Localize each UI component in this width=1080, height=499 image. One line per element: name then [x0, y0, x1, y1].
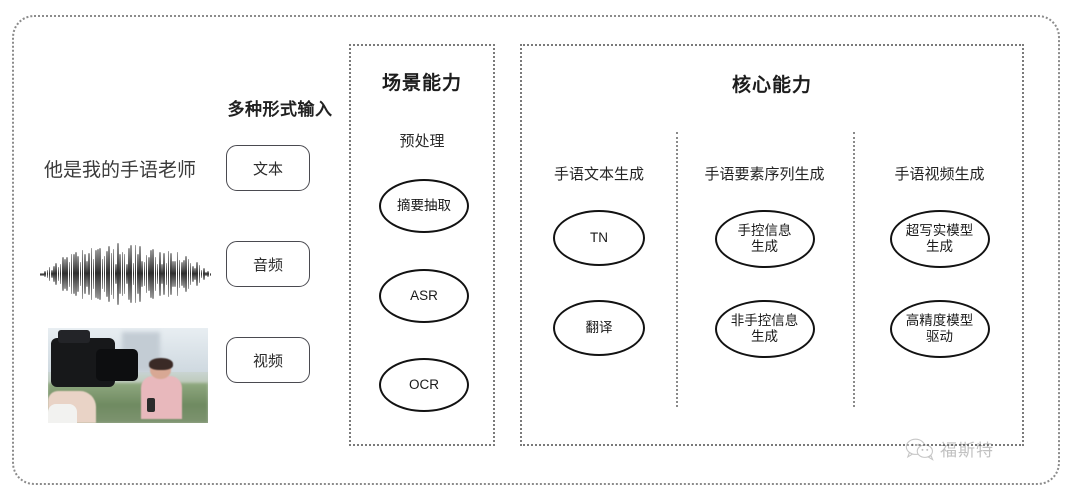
outer-frame: [12, 15, 1060, 485]
core-column-header-video-generation: 手语视频生成: [894, 166, 985, 183]
scene-node-summary-extraction[interactable]: 摘要抽取: [379, 179, 469, 233]
core-node-photorealistic-model-generation[interactable]: 超写实模型 生成: [889, 210, 990, 268]
scene-panel-title: 场景能力: [381, 73, 462, 94]
core-column-element-sequence: 手语要素序列生成 手控信息 生成 非手控信息 生成: [676, 46, 853, 444]
core-node-manual-info-generation[interactable]: 手控信息 生成: [714, 210, 815, 268]
core-column-text-generation: 手语文本生成 TN 翻译: [522, 46, 676, 444]
modality-button-video[interactable]: 视频: [226, 337, 310, 383]
modality-button-audio[interactable]: 音频: [226, 241, 310, 287]
scene-panel-subtitle: 预处理: [399, 133, 445, 150]
core-panel-title: 核心能力: [731, 75, 812, 96]
scene-node-ocr[interactable]: OCR: [379, 358, 469, 412]
thumbnail-reporter-body: [140, 375, 183, 420]
thumbnail-camera-hood: [57, 329, 90, 344]
input-section: 多种形式输入 他是我的手语老师 文本 音频 视频: [30, 95, 332, 425]
thumbnail-camera-lens: [96, 348, 138, 382]
core-column-divider-1: [676, 132, 678, 407]
watermark: 福斯特: [905, 436, 994, 461]
core-column-header-text-generation: 手语文本生成: [553, 166, 644, 183]
core-node-high-precision-model-driving[interactable]: 高精度模型 驱动: [889, 300, 990, 358]
wechat-icon: [905, 438, 934, 461]
core-node-non-manual-info-generation[interactable]: 非手控信息 生成: [714, 300, 815, 358]
input-section-heading: 多种形式输入: [227, 100, 333, 119]
scene-capability-panel: 场景能力 预处理 摘要抽取 ASR OCR: [349, 44, 495, 446]
core-node-tn[interactable]: TN: [553, 210, 645, 266]
thumbnail-microphone: [147, 398, 156, 412]
watermark-text: 福斯特: [940, 441, 994, 460]
thumbnail-reporter-hair: [148, 358, 173, 370]
core-column-divider-2: [853, 132, 855, 407]
video-thumbnail: [48, 328, 208, 423]
modality-button-text[interactable]: 文本: [226, 145, 310, 191]
audio-waveform: [40, 243, 212, 305]
thumbnail-operator-shirt: [48, 404, 77, 423]
core-node-translation[interactable]: 翻译: [553, 300, 645, 356]
core-capability-panel: 核心能力 手语文本生成 TN 翻译 手语要素序列生成 手控信息 生成 非手控信息…: [520, 44, 1024, 446]
sample-sentence-text: 他是我的手语老师: [43, 160, 196, 181]
core-column-header-element-sequence: 手语要素序列生成: [704, 166, 825, 183]
core-column-video-generation: 手语视频生成 超写实模型 生成 高精度模型 驱动: [853, 46, 1026, 444]
scene-node-asr[interactable]: ASR: [379, 269, 469, 323]
